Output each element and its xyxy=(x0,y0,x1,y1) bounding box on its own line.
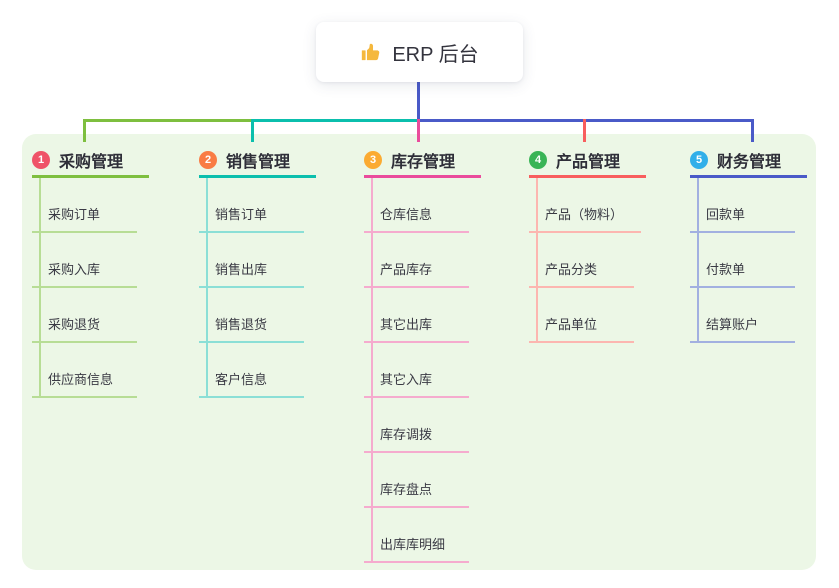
child-label: 其它出库 xyxy=(380,316,433,332)
branch-badge: 2 xyxy=(199,151,217,169)
child-item[interactable]: 出库库明细 xyxy=(364,508,469,563)
child-label: 销售出库 xyxy=(215,261,268,277)
branch-title[interactable]: 4 产品管理 xyxy=(529,151,647,178)
child-label: 采购订单 xyxy=(48,206,101,222)
child-label: 产品（物料） xyxy=(545,206,624,222)
branch-children: 仓库信息产品库存其它出库其它入库库存调拨库存盘点出库库明细 xyxy=(364,177,481,563)
child-spine-line xyxy=(536,177,538,342)
branch-title[interactable]: 2 销售管理 xyxy=(199,151,317,178)
branch-children: 采购订单采购入库采购退货供应商信息 xyxy=(32,177,149,398)
thumbs-up-icon xyxy=(360,41,382,63)
child-item[interactable]: 产品（物料） xyxy=(529,178,642,233)
branch-badge: 3 xyxy=(364,151,382,169)
branch-badge: 5 xyxy=(690,151,708,169)
child-label: 销售退货 xyxy=(215,316,268,332)
branch-title[interactable]: 5 财务管理 xyxy=(690,151,808,178)
root-label: ERP 后台 xyxy=(392,43,479,66)
child-label: 付款单 xyxy=(706,261,746,277)
child-item[interactable]: 采购退货 xyxy=(32,288,137,343)
branch-label: 财务管理 xyxy=(717,154,782,171)
child-label: 采购入库 xyxy=(48,261,101,277)
branch-drop-line xyxy=(251,119,254,142)
child-spine-line xyxy=(371,177,373,562)
root-node[interactable]: ERP 后台 xyxy=(316,22,523,82)
branch-children: 产品（物料） 产品分类产品单位 xyxy=(529,177,646,343)
branches-panel xyxy=(22,134,816,570)
branch-children: 销售订单销售出库销售退货客户信息 xyxy=(199,177,316,398)
child-item[interactable]: 付款单 xyxy=(690,233,795,288)
trunk-segment xyxy=(83,119,253,122)
branch-column-采购管理: 1 采购管理 采购订单采购入库采购退货供应商信息 xyxy=(32,150,150,398)
child-label: 回款单 xyxy=(706,206,746,222)
child-item[interactable]: 销售退货 xyxy=(199,288,304,343)
child-item[interactable]: 回款单 xyxy=(690,178,795,233)
branch-badge: 1 xyxy=(32,151,50,169)
child-item[interactable]: 采购入库 xyxy=(32,233,137,288)
trunk-segment xyxy=(417,119,585,122)
branch-badge: 4 xyxy=(529,151,547,169)
branch-column-财务管理: 5 财务管理 回款单付款单结算账户 xyxy=(690,150,808,343)
branch-drop-line xyxy=(417,119,420,142)
child-label: 仓库信息 xyxy=(380,206,433,222)
child-spine-line xyxy=(206,177,208,397)
child-label: 采购退货 xyxy=(48,316,101,332)
child-item[interactable]: 供应商信息 xyxy=(32,343,137,398)
child-item[interactable]: 库存调拨 xyxy=(364,398,469,453)
child-label: 产品分类 xyxy=(545,261,598,277)
child-label: 其它入库 xyxy=(380,371,433,387)
child-item[interactable]: 销售出库 xyxy=(199,233,304,288)
child-item[interactable]: 客户信息 xyxy=(199,343,304,398)
branch-label: 产品管理 xyxy=(556,154,621,171)
child-label: 供应商信息 xyxy=(48,371,114,387)
branch-column-库存管理: 3 库存管理 仓库信息产品库存其它出库其它入库库存调拨库存盘点出库库明细 xyxy=(364,150,482,563)
child-item[interactable]: 产品单位 xyxy=(529,288,634,343)
child-label: 库存盘点 xyxy=(380,481,433,497)
child-label: 产品单位 xyxy=(545,316,598,332)
branch-drop-line xyxy=(751,119,754,142)
child-item[interactable]: 其它入库 xyxy=(364,343,469,398)
trunk-segment xyxy=(251,119,419,122)
trunk-segment xyxy=(583,119,753,122)
branch-column-产品管理: 4 产品管理 产品（物料） 产品分类产品单位 xyxy=(529,150,647,343)
child-label: 客户信息 xyxy=(215,371,268,387)
branch-label: 库存管理 xyxy=(391,154,456,171)
child-item[interactable]: 结算账户 xyxy=(690,288,795,343)
child-item[interactable]: 产品分类 xyxy=(529,233,634,288)
child-item[interactable]: 采购订单 xyxy=(32,178,137,233)
child-item[interactable]: 仓库信息 xyxy=(364,178,469,233)
branch-column-销售管理: 2 销售管理 销售订单销售出库销售退货客户信息 xyxy=(199,150,317,398)
child-item[interactable]: 销售订单 xyxy=(199,178,304,233)
root-connector-line xyxy=(417,82,420,119)
branch-drop-line xyxy=(583,119,586,142)
child-label: 产品库存 xyxy=(380,261,433,277)
branch-title[interactable]: 3 库存管理 xyxy=(364,151,482,178)
child-item[interactable]: 产品库存 xyxy=(364,233,469,288)
child-item[interactable]: 其它出库 xyxy=(364,288,469,343)
child-spine-line xyxy=(697,177,699,342)
child-item[interactable]: 库存盘点 xyxy=(364,453,469,508)
branch-children: 回款单付款单结算账户 xyxy=(690,177,807,343)
branch-label: 销售管理 xyxy=(226,154,291,171)
child-spine-line xyxy=(39,177,41,397)
child-label: 库存调拨 xyxy=(380,426,433,442)
child-label: 销售订单 xyxy=(215,206,268,222)
branch-drop-line xyxy=(83,119,86,142)
branch-label: 采购管理 xyxy=(59,154,124,171)
child-label: 出库库明细 xyxy=(380,536,446,552)
child-label: 结算账户 xyxy=(706,316,759,332)
branch-title[interactable]: 1 采购管理 xyxy=(32,151,150,178)
